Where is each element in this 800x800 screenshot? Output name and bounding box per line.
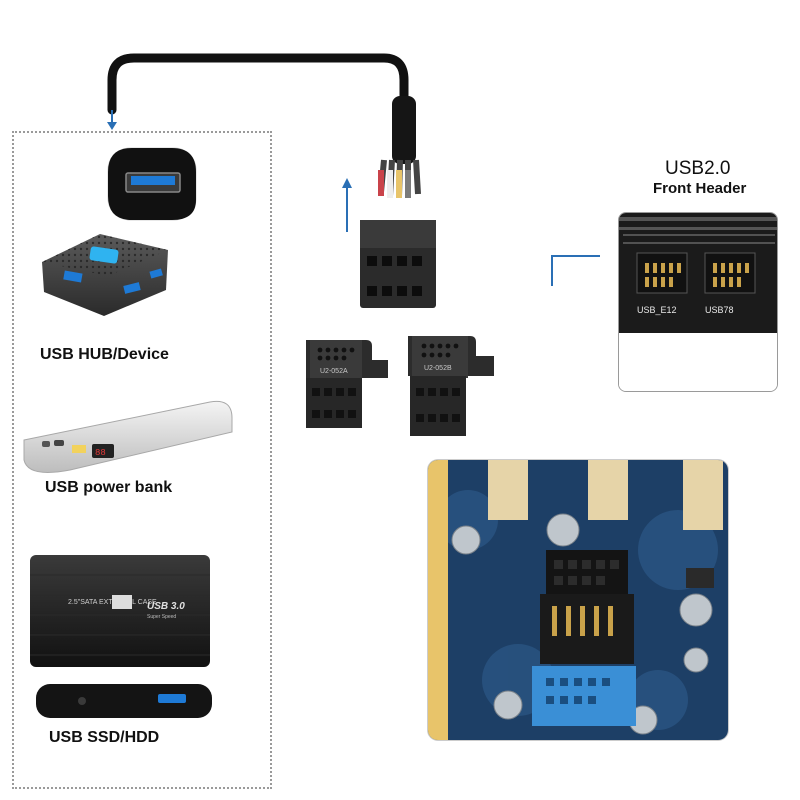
ssd-case-device: 2.5"SATA EXTERNAL CASE USB 3.0 Super Spe… xyxy=(30,555,210,667)
down-arrow-icon xyxy=(107,110,117,130)
ssd-model-text: USB 3.0 xyxy=(147,601,185,612)
adapter-left-code: U2-052A xyxy=(320,368,348,375)
callout-bracket xyxy=(551,255,600,286)
device-panel xyxy=(12,131,272,789)
usb-port-zoom xyxy=(107,147,197,221)
svg-text:88: 88 xyxy=(95,448,106,458)
adapter-right-code: U2-052B xyxy=(424,365,452,372)
motherboard-callout: USB_E12 USB78 xyxy=(618,212,778,392)
usb-hub-label: USB HUB/Device xyxy=(40,346,169,363)
header-subtitle: Front Header xyxy=(653,180,747,197)
power-bank-label: USB power bank xyxy=(45,479,173,496)
port-right-label: USB78 xyxy=(705,305,734,315)
cable-header-connector xyxy=(360,220,436,308)
motherboard-closeup: USB_E12 USB78 xyxy=(619,213,777,391)
ssd-label: USB SSD/HDD xyxy=(49,729,160,746)
installed-photo xyxy=(428,460,728,740)
port-left-label: USB_E12 xyxy=(637,305,677,315)
header-title: USB2.0 xyxy=(665,158,731,179)
cable xyxy=(107,53,421,198)
up-arrow-icon xyxy=(342,178,352,232)
adapter-left: U2-052A xyxy=(306,340,388,428)
power-bank-device: 88 xyxy=(23,400,233,473)
ssd-model-subtext: Super Speed xyxy=(147,614,176,620)
adapter-right: U2-052B xyxy=(408,336,494,436)
ssd-profile-device xyxy=(36,684,212,718)
usb-hub-device xyxy=(42,234,168,316)
motherboard-photo xyxy=(428,460,728,740)
